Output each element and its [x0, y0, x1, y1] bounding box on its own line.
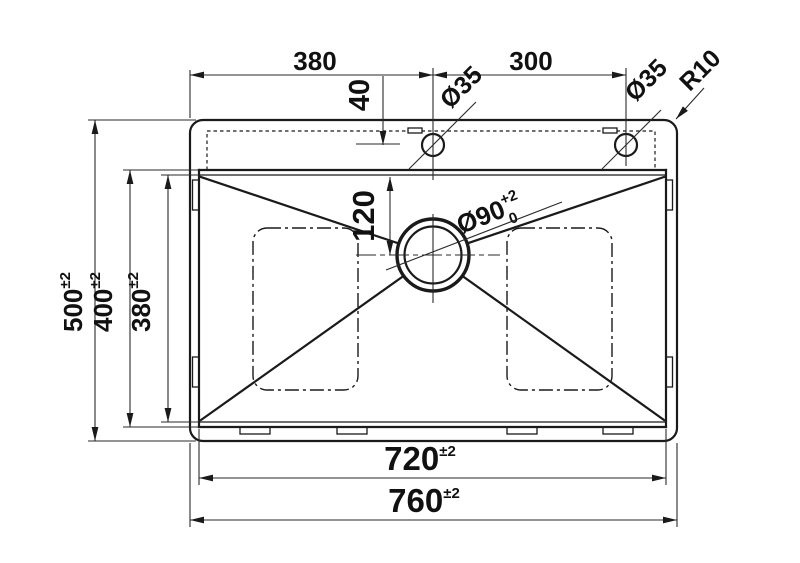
label-bowl-inner-depth-value: 380	[126, 289, 156, 332]
label-overall-width: 760±2	[388, 482, 460, 519]
sink-body	[188, 118, 679, 443]
mounting-tab-bottom-3	[506, 426, 538, 435]
label-drain-tol-plus: +2	[498, 187, 520, 209]
mounting-tab-bottom-1	[239, 426, 271, 435]
mounting-tab-right-1	[665, 179, 674, 211]
dimension-lines	[88, 68, 705, 527]
mounting-tab-bottom-2	[336, 426, 368, 435]
label-bowl-width-value: 720	[384, 440, 439, 477]
label-overall-depth: 500±2	[57, 272, 88, 332]
label-bowl-outer-depth-tol: ±2	[87, 272, 104, 289]
bowl-floor-footprint-left	[252, 227, 359, 391]
label-bowl-inner-depth-tol: ±2	[125, 272, 142, 289]
mounting-tab-bottom-4	[602, 426, 634, 435]
slope-diagonal-bottom-left	[199, 253, 435, 422]
bowl-floor-footprint-right	[506, 227, 613, 391]
slope-diagonal-top-left	[199, 175, 435, 257]
leader-line-hole-right	[601, 109, 662, 170]
leader-line-hole-left	[408, 101, 477, 170]
label-bowl-inner-depth: 380±2	[125, 272, 156, 332]
label-bowl-outer-depth: 400±2	[87, 272, 118, 332]
label-drain-offset: 120	[346, 190, 381, 242]
label-top-left-width: 380	[293, 46, 336, 76]
slope-diagonal-top-right	[431, 175, 666, 257]
label-faucet-hole-right-dia: Ø35	[620, 54, 673, 107]
mounting-tab-left-2	[191, 356, 200, 388]
label-faucet-hole-left-dia: Ø35	[435, 61, 488, 114]
slope-diagonal-bottom-right	[431, 253, 666, 422]
deck-dashed-outline	[206, 130, 656, 170]
mounting-tab-right-2	[665, 356, 674, 388]
deck-notch-right	[602, 127, 618, 134]
mounting-tab-left-1	[191, 179, 200, 211]
label-overall-width-value: 760	[388, 482, 443, 519]
deck-notch-left	[407, 127, 423, 134]
label-hole-offset: 40	[344, 79, 376, 111]
label-bowl-outer-depth-value: 400	[88, 289, 118, 332]
label-overall-width-tol: ±2	[443, 485, 460, 502]
label-top-right-width: 300	[509, 46, 552, 76]
label-overall-depth-value: 500	[58, 289, 88, 332]
label-corner-radius: R10	[674, 44, 726, 96]
label-bowl-width: 720±2	[384, 440, 456, 477]
label-drain-diameter: Ø90+20	[452, 187, 528, 247]
leader-line-drain	[385, 201, 563, 271]
label-bowl-width-tol: ±2	[439, 443, 456, 460]
leader-line-corner-radius	[675, 87, 705, 120]
label-overall-depth-tol: ±2	[57, 272, 74, 289]
